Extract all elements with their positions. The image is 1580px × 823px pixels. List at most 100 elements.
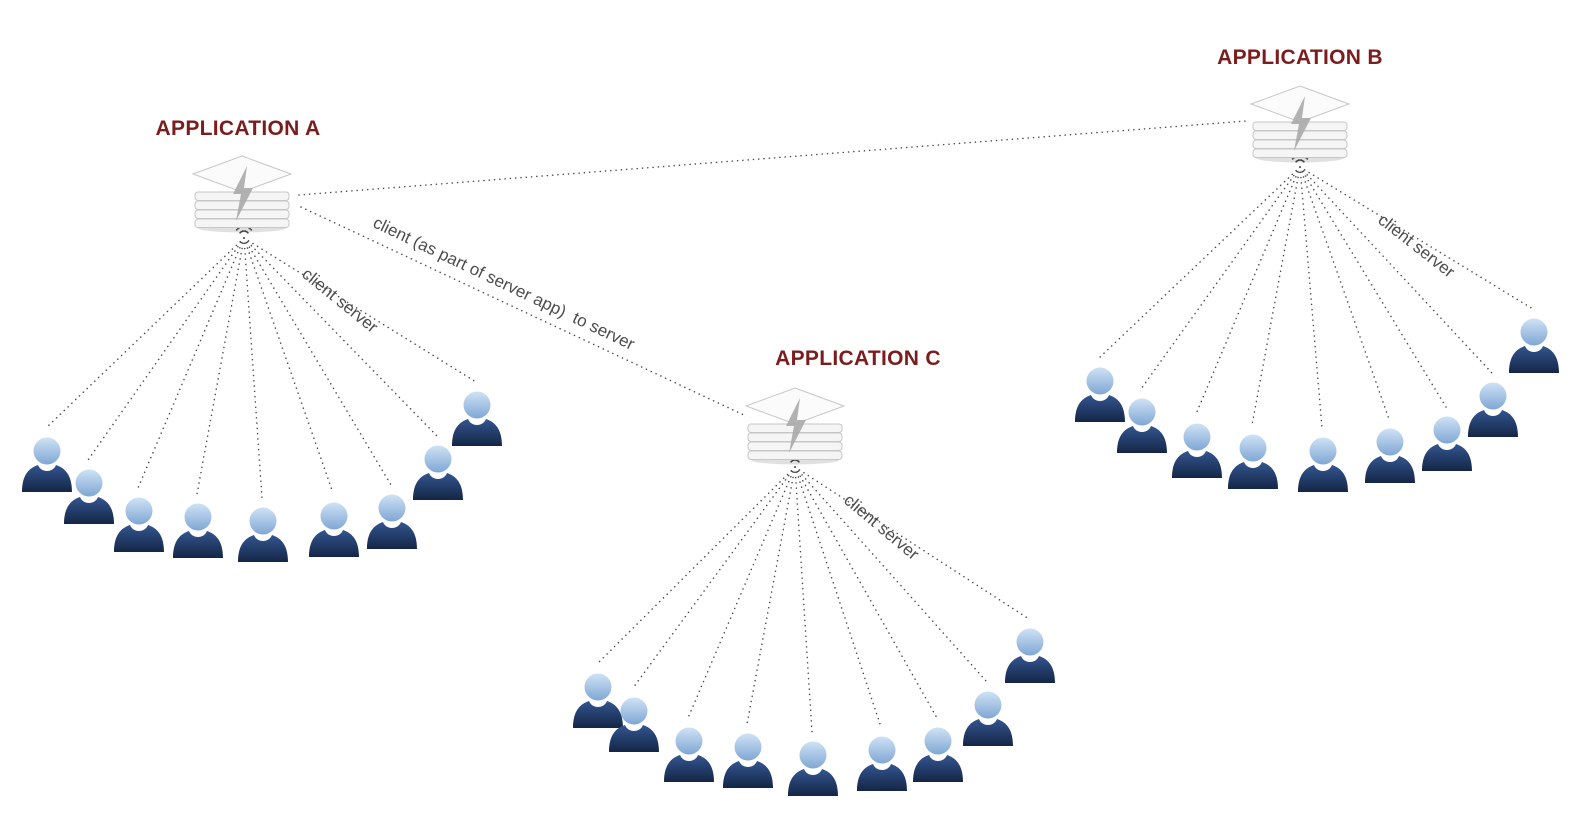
person-head (620, 697, 648, 725)
person-icon (573, 673, 623, 728)
person-icon (367, 494, 417, 549)
person-body (1509, 346, 1559, 373)
person-body (367, 522, 417, 549)
signal-dot (246, 231, 249, 234)
signal-dot (243, 230, 245, 232)
person-icon (22, 437, 72, 492)
signal-dot (237, 227, 239, 230)
fan-line (746, 466, 796, 725)
person-icon (857, 736, 907, 791)
person-icon (309, 502, 359, 557)
person-body (1298, 465, 1348, 492)
person-icon (723, 733, 773, 788)
person-icon (238, 507, 288, 562)
person-icon (1468, 382, 1518, 437)
person-body (723, 761, 773, 788)
signal-dot (1306, 157, 1309, 160)
person-head (1433, 416, 1461, 444)
app-title-A: APPLICATION A (155, 117, 321, 140)
person-icon (913, 727, 963, 782)
person-head (249, 507, 277, 535)
person-icon (114, 497, 164, 552)
person-head (1309, 437, 1337, 465)
fan-line (794, 466, 938, 719)
person-body (1117, 426, 1167, 453)
person-body (1075, 395, 1125, 422)
person-icon (609, 697, 659, 752)
person-head (1128, 398, 1156, 426)
person-icon (1365, 428, 1415, 483)
person-head (1520, 318, 1548, 346)
person-head (1183, 423, 1211, 451)
person-icon (1117, 398, 1167, 453)
person-body (309, 530, 359, 557)
fan-line (794, 466, 1030, 620)
person-head (1016, 628, 1044, 656)
person-head (868, 736, 896, 764)
person-body (114, 525, 164, 552)
fan-line (243, 237, 263, 499)
signal-dot (1297, 159, 1300, 162)
person-head (799, 741, 827, 769)
person-head (463, 391, 491, 419)
signal-dot (1302, 160, 1305, 163)
person-head (584, 673, 612, 701)
person-head (675, 727, 703, 755)
signal-dot (1299, 159, 1301, 161)
person-body (913, 755, 963, 782)
lightning-bolt-icon (1291, 96, 1311, 151)
person-icon (173, 503, 223, 558)
fan-line (794, 466, 813, 733)
server-stack-icon (744, 387, 846, 465)
person-body (963, 719, 1013, 746)
signal-dot (249, 227, 251, 230)
person-head (424, 445, 452, 473)
fan-line (243, 237, 392, 486)
fan-line (196, 237, 245, 495)
person-head (184, 503, 212, 531)
person-body (664, 755, 714, 782)
person-head (1479, 382, 1507, 410)
person-head (1239, 434, 1267, 462)
fan-line (1299, 166, 1390, 420)
lightning-bolt-icon (786, 398, 806, 453)
fan-line (596, 466, 796, 665)
app-title-B: APPLICATION B (1217, 46, 1383, 69)
signal-dot (1291, 157, 1294, 160)
fan-line (45, 237, 245, 429)
person-icon (664, 727, 714, 782)
person-icon (64, 469, 114, 524)
person-head (974, 691, 1002, 719)
person-icon (452, 391, 502, 446)
person-body (452, 419, 502, 446)
person-head (378, 494, 406, 522)
person-head (125, 497, 153, 525)
person-body (1005, 656, 1055, 683)
person-head (75, 469, 103, 497)
person-head (320, 502, 348, 530)
fan-line (687, 466, 796, 719)
person-head (1376, 428, 1404, 456)
person-body (857, 764, 907, 791)
client-to-server-edge-label: client (as part of server app) to server (370, 212, 638, 354)
signal-dot (235, 228, 238, 231)
fan-line (1299, 166, 1534, 310)
person-body (788, 769, 838, 796)
person-body (1172, 451, 1222, 478)
client-server-label-B: client server (1374, 210, 1459, 282)
person-body (64, 497, 114, 524)
person-icon (1005, 628, 1055, 683)
person-body (609, 725, 659, 752)
lightning-bolt-icon (233, 166, 253, 221)
fan-line (243, 237, 477, 383)
person-icon (788, 741, 838, 796)
app-connection-line (298, 120, 1247, 196)
fan-line (794, 466, 882, 728)
signal-dot (241, 230, 244, 233)
fan-line (794, 466, 988, 683)
app-title-C: APPLICATION C (775, 347, 941, 370)
server-stack-icon (1249, 85, 1351, 163)
fan-line (632, 466, 796, 689)
person-icon (1172, 423, 1222, 478)
